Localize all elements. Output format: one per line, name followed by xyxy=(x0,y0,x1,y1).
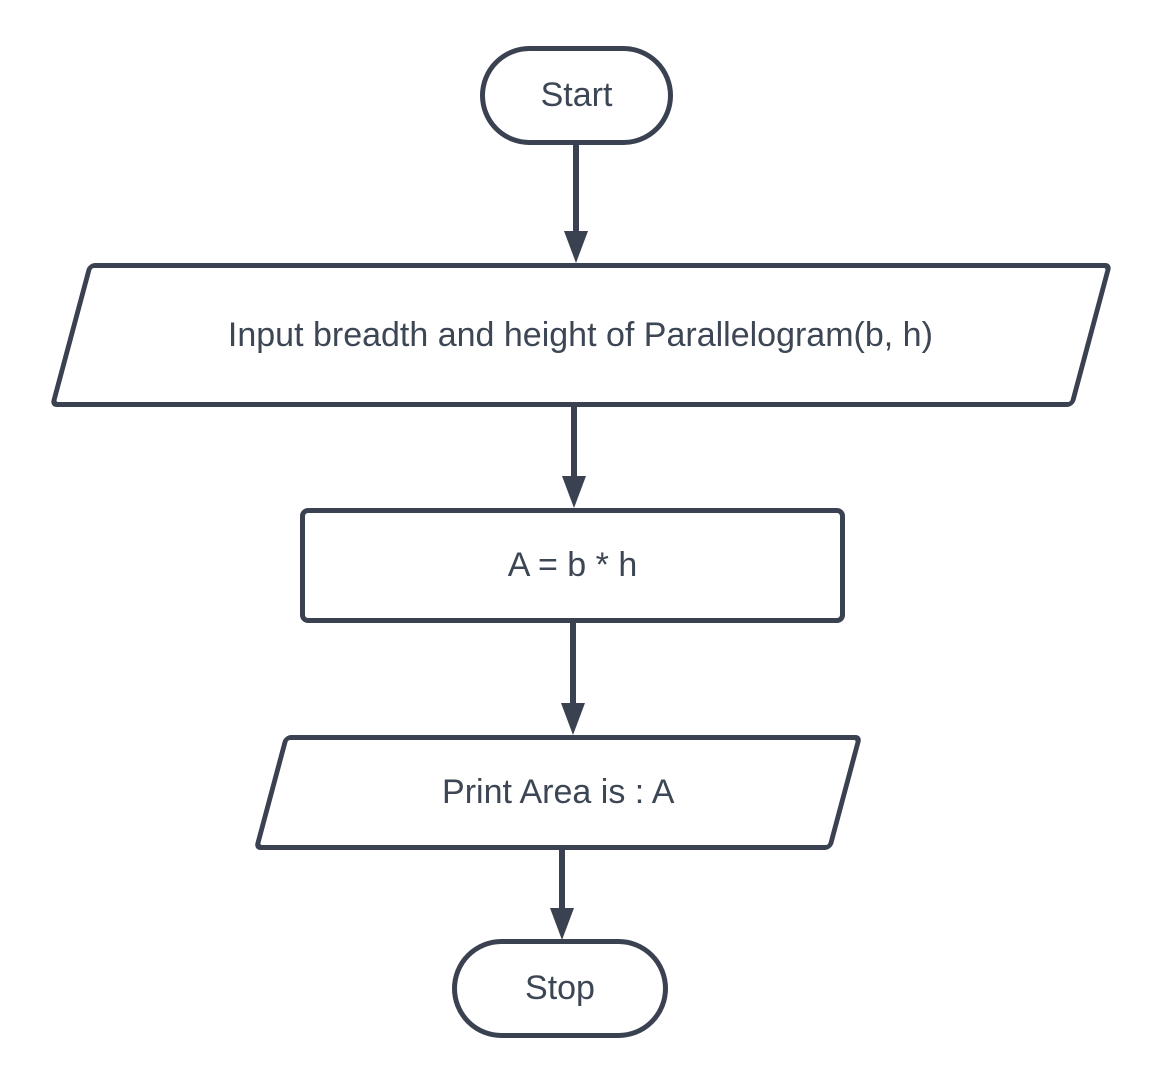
node-output-label: Print Area is : A xyxy=(441,773,675,812)
node-output-parallelogram: Print Area is : A xyxy=(253,735,863,850)
node-start-terminator: Start xyxy=(480,46,673,145)
connector-input-to-process-line xyxy=(571,405,577,481)
node-stop-label: Stop xyxy=(525,969,595,1008)
arrowhead-down-icon xyxy=(550,908,574,940)
node-start-label: Start xyxy=(540,76,613,115)
node-input-parallelogram: Input breadth and height of Parallelogra… xyxy=(49,263,1113,407)
node-process-rectangle: A = b * h xyxy=(300,508,845,623)
arrowhead-down-icon xyxy=(564,231,588,263)
connector-start-to-input-line xyxy=(573,143,579,235)
arrowhead-down-icon xyxy=(561,703,585,735)
arrowhead-down-icon xyxy=(562,476,586,508)
connector-process-to-output-line xyxy=(570,621,576,707)
node-input-label: Input breadth and height of Parallelogra… xyxy=(228,315,934,354)
node-process-label: A = b * h xyxy=(507,546,638,585)
node-stop-terminator: Stop xyxy=(452,939,668,1038)
connector-output-to-stop-line xyxy=(559,848,565,910)
